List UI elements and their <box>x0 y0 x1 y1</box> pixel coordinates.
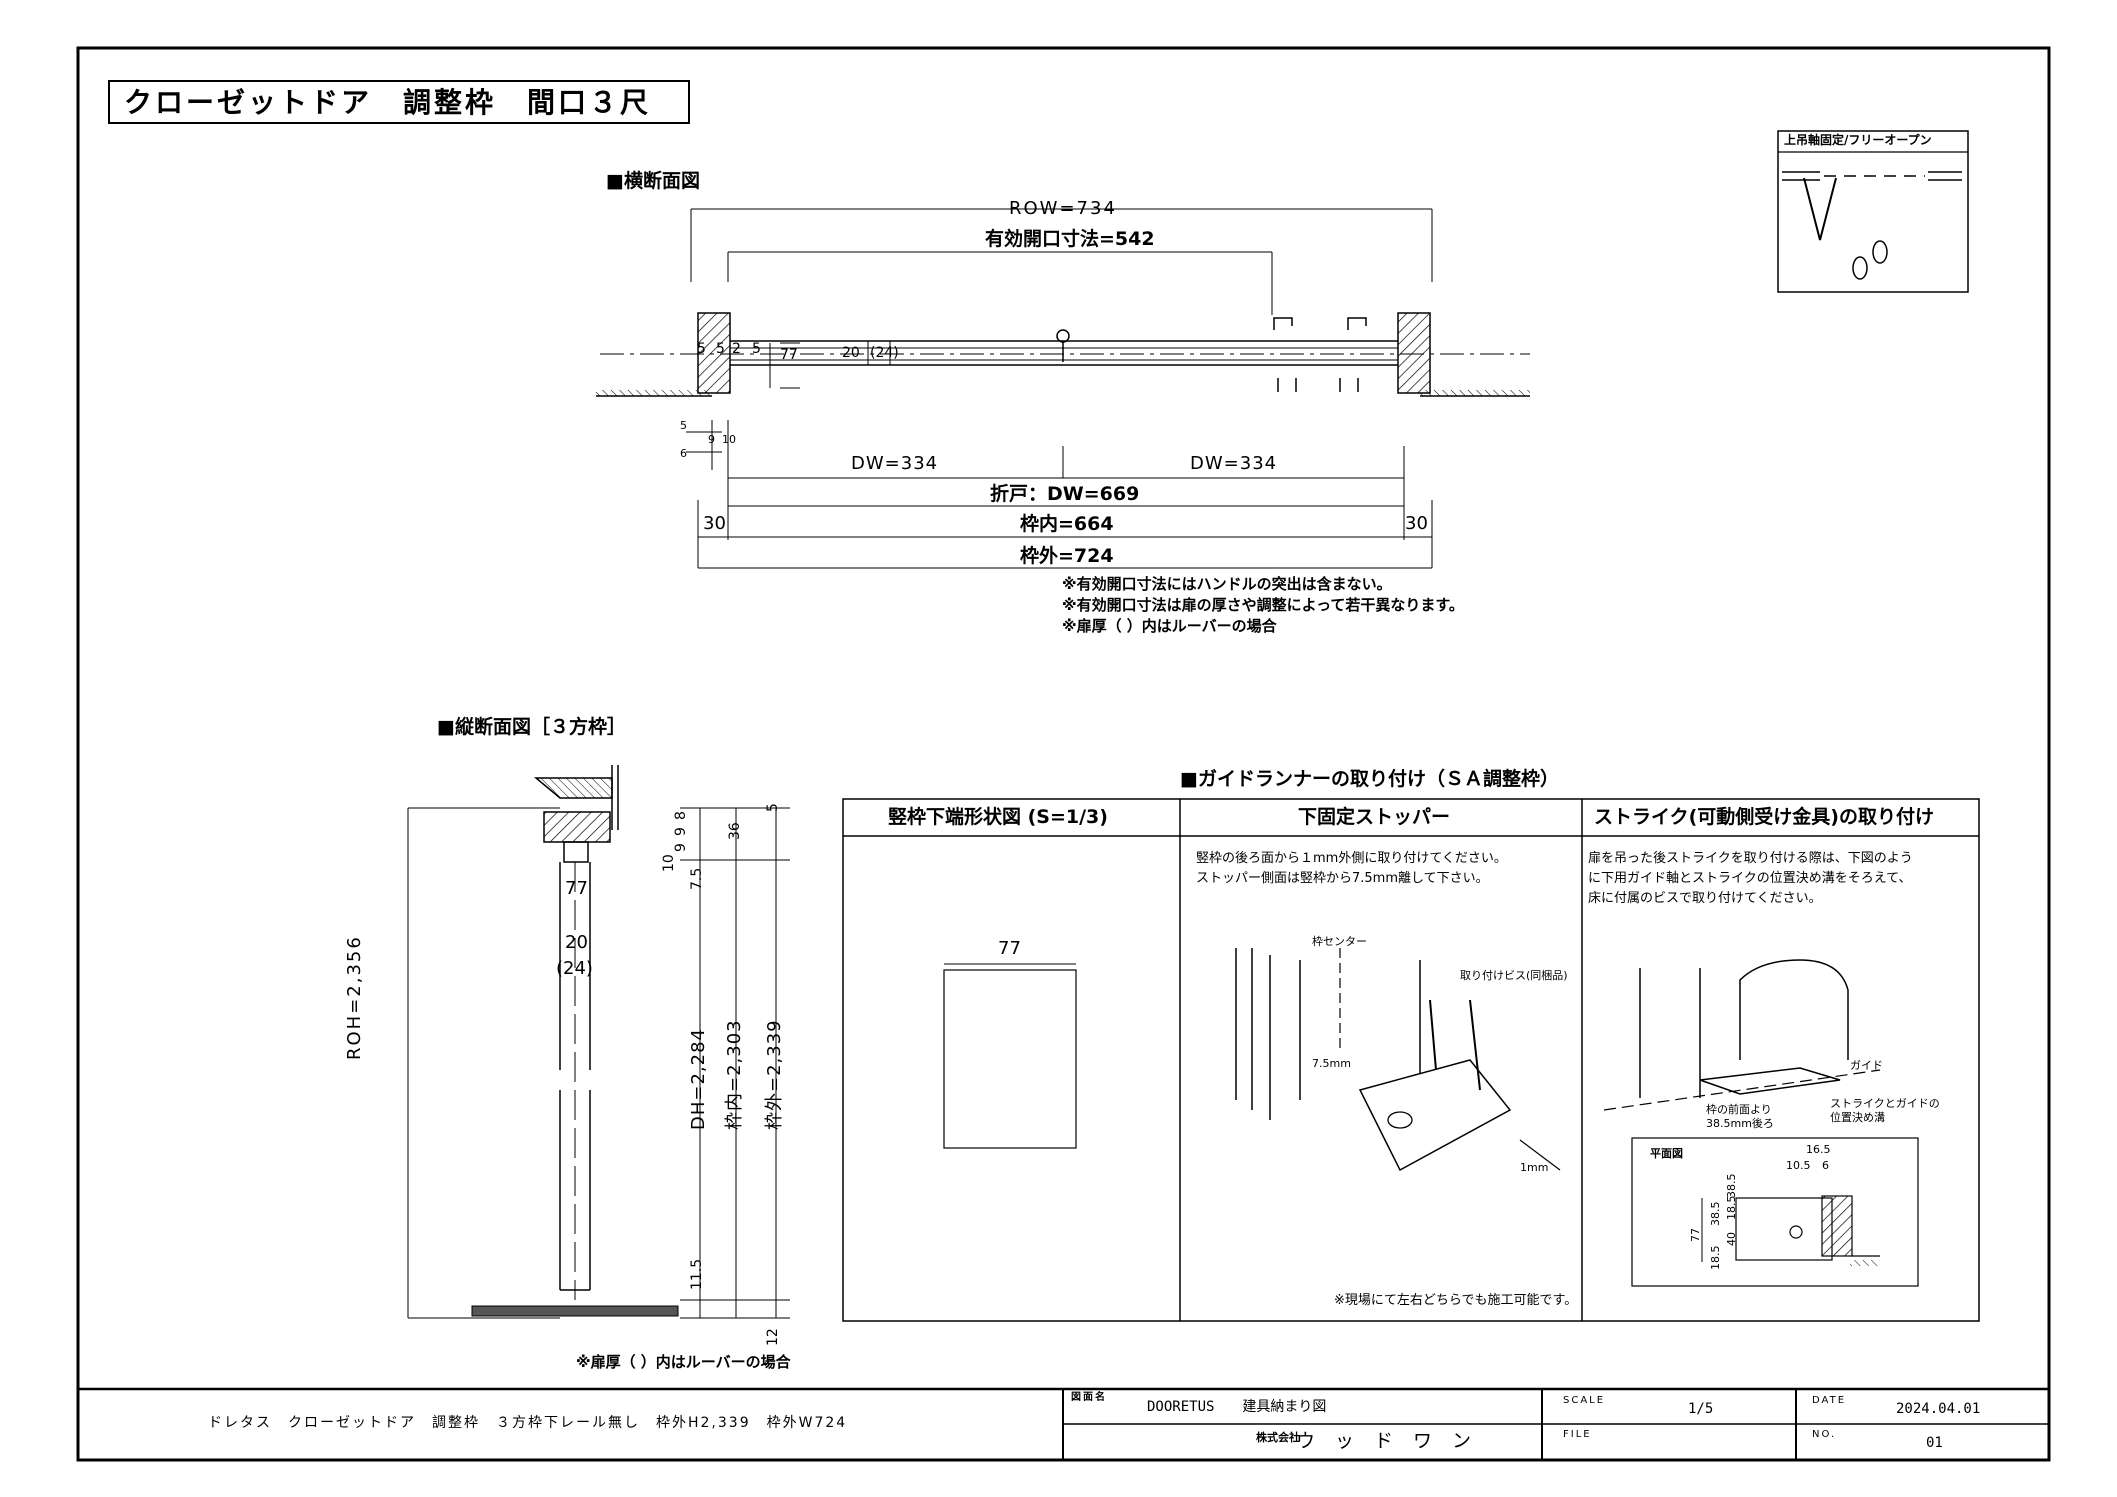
door-20: 20 <box>565 932 588 953</box>
small-dim-1: 5 <box>697 341 706 357</box>
col3-header: ストライク(可動側受け金具)の取り付け <box>1594 806 1934 828</box>
col3-d40: 40 <box>1725 1232 1738 1246</box>
col3-text-2: に下用ガイド軸とストライクの位置決め溝をそろえて、 <box>1588 871 1912 886</box>
col2-text-1: 竪枠の後ろ面から１mm外側に取り付けてください。 <box>1196 851 1507 866</box>
col2-header: 下固定ストッパー <box>1298 806 1451 828</box>
col3-guide-label: ガイド <box>1850 1059 1883 1072</box>
file-label: FILE <box>1563 1429 1592 1440</box>
plan-note-1: ※有効開口寸法にはハンドルの突出は含まない。 <box>1062 575 1392 593</box>
col3-d77: 77 <box>1689 1228 1702 1242</box>
col3-groove-1: ストライクとガイドの <box>1830 1097 1940 1110</box>
dim-11-5: 11.5 <box>689 1258 705 1290</box>
col3-text-3: 床に付属のビスで取り付けてください。 <box>1588 891 1822 906</box>
small-dim-3: 2 <box>732 341 741 357</box>
col3-d38-5a: 38.5 <box>1709 1201 1722 1227</box>
lower-small-3: 9 <box>708 433 715 446</box>
vertical-section-heading: ■縦断面図［３方枠］ <box>437 716 626 738</box>
small-dim-4: 5 <box>752 341 761 357</box>
col3-d18-5: 18.5 <box>1725 1195 1738 1221</box>
scale-value: 1/5 <box>1688 1401 1714 1417</box>
col3-d10-5: 10.5 <box>1786 1159 1811 1172</box>
col3-plan-label: 平面図 <box>1650 1147 1683 1160</box>
plan-note-3: ※扉厚（ ）内はルーバーの場合 <box>1062 617 1277 635</box>
company-prefix: 株式会社 <box>1256 1431 1300 1444</box>
plan-section-heading: ■横断面図 <box>606 170 700 192</box>
vertical-frame-outer: 枠外=2,339 <box>764 1019 785 1130</box>
date-value: 2024.04.01 <box>1896 1401 1981 1417</box>
col3-front-2: 38.5mm後ろ <box>1706 1117 1774 1130</box>
small-dim-7: (24) <box>870 345 899 361</box>
plan-note-2: ※有効開口寸法は扉の厚さや調整によって若干異なります。 <box>1062 596 1464 614</box>
scale-label: SCALE <box>1563 1395 1606 1406</box>
lower-small-1: 5 <box>680 419 687 432</box>
col3-front-1: 枠の前面より <box>1706 1103 1772 1116</box>
col3-d16-5: 16.5 <box>1806 1143 1831 1156</box>
dim-12: 12 <box>765 1328 781 1346</box>
col2-screw-label: 取り付けビス(同梱品) <box>1460 969 1568 982</box>
outer-border <box>76 46 2051 1462</box>
col3-groove-2: 位置決め溝 <box>1830 1111 1885 1124</box>
guide-runner-table <box>842 798 1980 1322</box>
title-box: クローゼットドア 調整枠 間口３尺 <box>108 80 690 124</box>
dw-right: DW=334 <box>1190 453 1278 474</box>
top-dim-2: 9 <box>673 843 689 852</box>
dh-dim: DH=2,284 <box>688 1027 709 1130</box>
col2-text-2: ストッパー側面は竪枠から7.5mm離して下さい。 <box>1196 871 1489 886</box>
drawing-title: クローゼットドア 調整枠 間口３尺 <box>124 86 652 119</box>
small-dim-5: 77 <box>780 347 798 363</box>
vertical-note: ※扉厚（ ）内はルーバーの場合 <box>576 1353 791 1371</box>
date-label: DATE <box>1812 1395 1847 1406</box>
frame-side-right: 30 <box>1405 513 1428 534</box>
top-dim-4: 8 <box>673 811 689 820</box>
col3-d38-5b: 38.5 <box>1725 1173 1738 1199</box>
lower-small-4: 10 <box>722 433 736 446</box>
door-24: (24) <box>556 958 593 979</box>
vertical-section-graphic <box>407 765 790 1319</box>
legend-box-graphic <box>1777 130 1969 293</box>
col1-header: 竪枠下端形状図 (S=1/3) <box>888 806 1108 828</box>
col3-text-1: 扉を吊った後ストライクを取り付ける際は、下図のよう <box>1588 851 1913 866</box>
frame-outer-width: 枠外=724 <box>1020 545 1114 567</box>
title-block-grid <box>78 1387 2049 1460</box>
dim-36: 36 <box>727 822 743 840</box>
drawing-name-label: 図面名 <box>1071 1392 1107 1403</box>
row-dim: ROW=734 <box>1009 198 1117 219</box>
door-77: 77 <box>565 878 588 899</box>
dim-5: 5 <box>765 803 781 812</box>
dim-7-5: 7.5 <box>689 867 705 890</box>
col1-dim-77: 77 <box>998 938 1021 959</box>
lower-small-2: 6 <box>680 447 687 460</box>
small-dim-2: 5 <box>716 341 725 357</box>
effective-opening-dim: 有効開口寸法=542 <box>985 228 1155 250</box>
guide-runner-heading: ■ガイドランナーの取り付け（ＳＡ調整枠） <box>1180 768 1559 790</box>
footer-description: ドレタス クローゼットドア 調整枠 ３方枠下レール無し 枠外H2,339 枠外W… <box>208 1415 848 1431</box>
folding-dw: 折戸：DW=669 <box>990 483 1140 505</box>
top-dim-3: 9 <box>673 827 689 836</box>
col3-d6: 6 <box>1822 1159 1829 1172</box>
col2-one-label: 1mm <box>1520 1161 1549 1174</box>
vertical-frame-inner: 枠内=2,303 <box>724 1019 745 1130</box>
top-dim-1: 10 <box>661 854 677 872</box>
dw-left: DW=334 <box>851 453 939 474</box>
frame-side-left: 30 <box>703 513 726 534</box>
roh-dim: ROH=2,356 <box>344 935 365 1060</box>
no-value: 01 <box>1926 1435 1943 1451</box>
legend-label: 上吊軸固定/フリーオープン <box>1784 133 1932 147</box>
frame-inner-width: 枠内=664 <box>1020 513 1114 535</box>
col2-dist-label: 7.5mm <box>1312 1057 1351 1070</box>
no-label: NO. <box>1812 1429 1837 1440</box>
company-name: ウッドワン <box>1296 1430 1492 1452</box>
col3-d18-5b: 18.5 <box>1709 1245 1722 1271</box>
col2-center-label: 枠センター <box>1312 935 1367 948</box>
col2-bottom-note: ※現場にて左右どちらでも施工可能です。 <box>1334 1293 1578 1308</box>
small-dim-6: 20 <box>842 345 860 361</box>
drawing-name: DOORETUS 建具納まり図 <box>1147 1399 1327 1415</box>
plan-section-graphic <box>596 208 1530 569</box>
